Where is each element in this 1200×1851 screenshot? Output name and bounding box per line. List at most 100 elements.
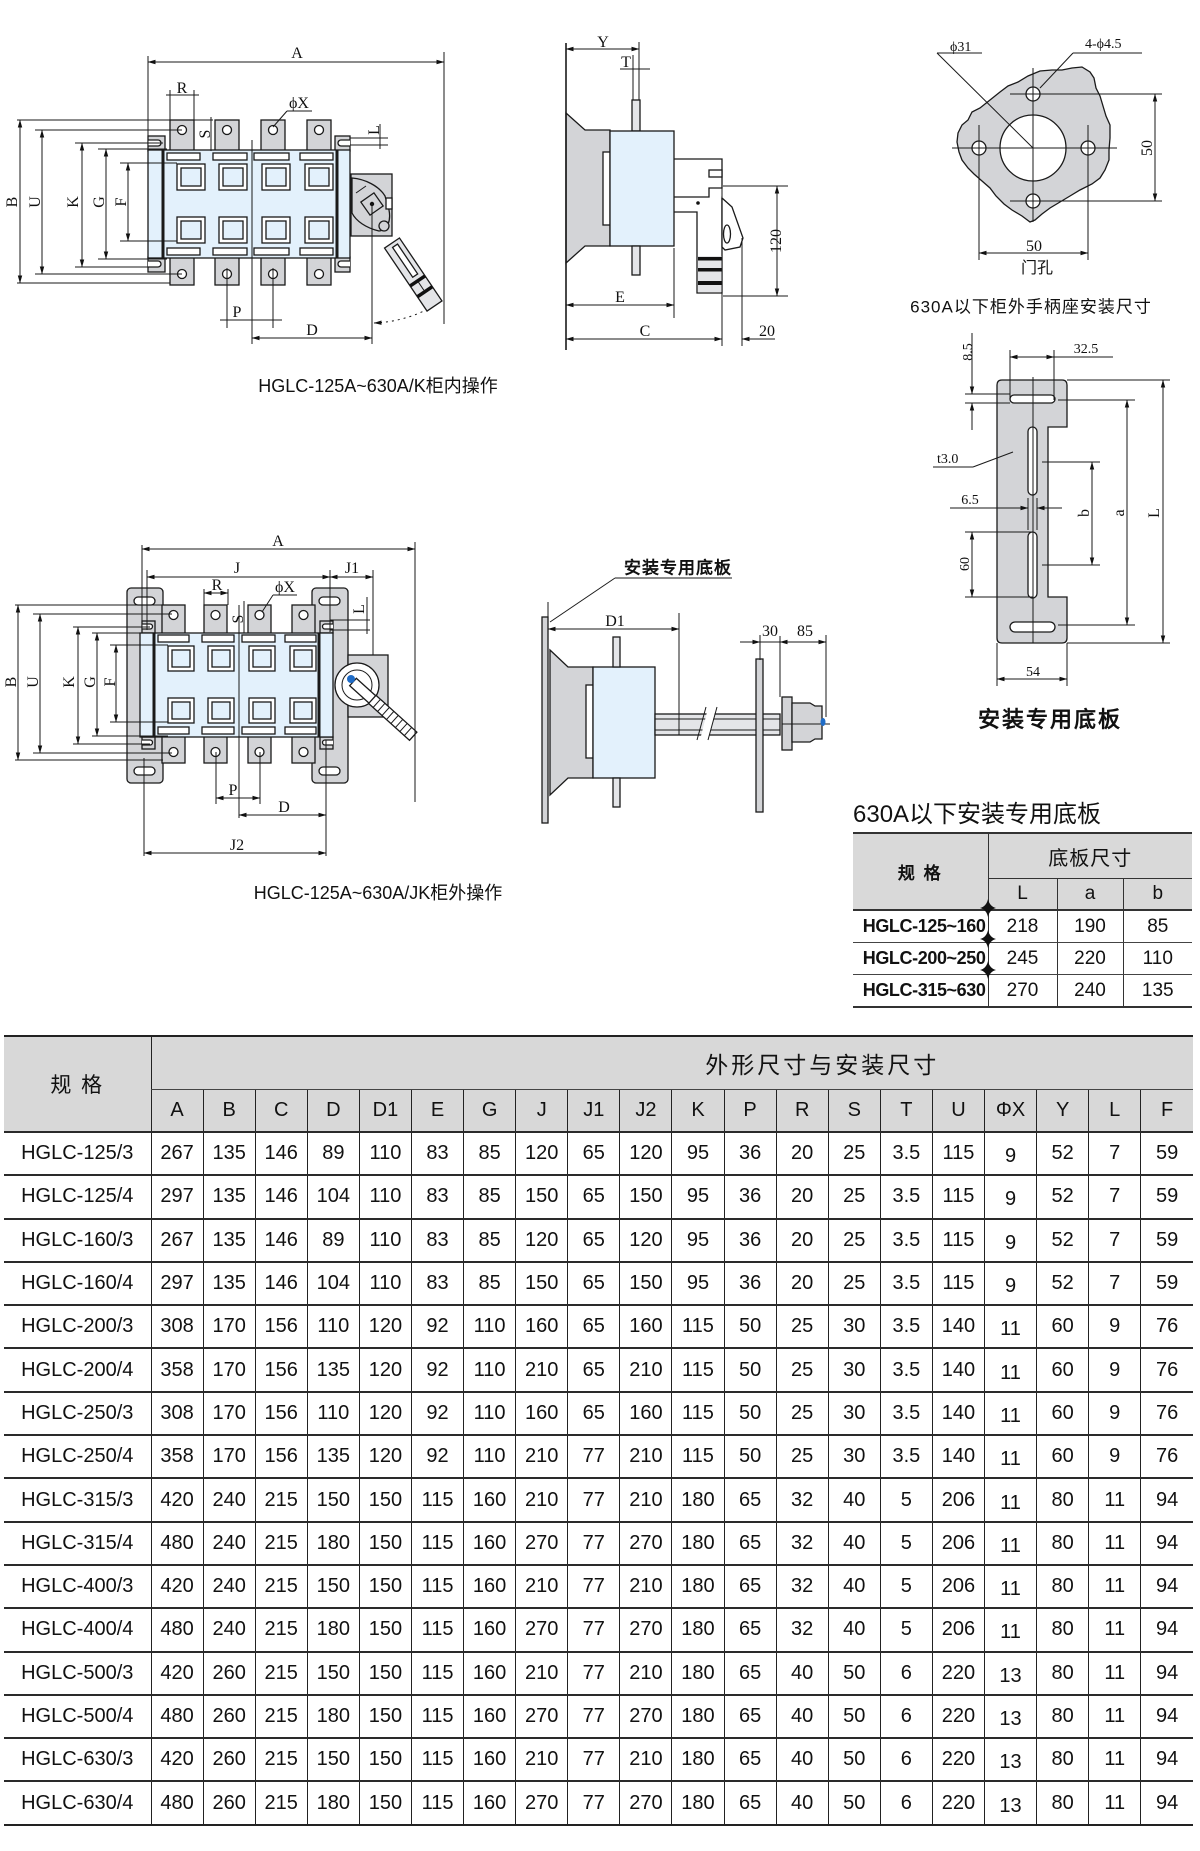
cell-f: 76 [1140, 1305, 1193, 1350]
cell-p: 50 [723, 1391, 777, 1437]
row-spec: HGLC-200/4 [4, 1348, 151, 1393]
cell-a: 308 [150, 1391, 204, 1437]
row-spec: HGLC-160/3 [4, 1218, 151, 1263]
cell-d1: 150 [358, 1608, 412, 1653]
cell-b: 170 [202, 1391, 256, 1437]
drawing-out-cabinet: A J J1 R ϕX S L B U K G F P D J2 [3, 533, 418, 856]
cell-d: 110 [306, 1391, 360, 1437]
cell-c: 215 [254, 1651, 308, 1696]
cell-f: 94 [1140, 1608, 1193, 1653]
cell-b: 260 [202, 1781, 256, 1826]
cell-c: 215 [254, 1738, 308, 1783]
cell-b: 85 [1122, 910, 1193, 943]
cell-k: 180 [671, 1608, 725, 1653]
label-30: 30 [762, 623, 778, 640]
cell-t: 6 [879, 1738, 933, 1783]
dimension-labels: A J J1 R ϕX S L B U K G F P D J2 [3, 533, 368, 854]
cell-j: 270 [515, 1608, 568, 1653]
caption-mounting-plate: 安装专用底板 [977, 707, 1123, 732]
cell-e: 115 [410, 1608, 464, 1653]
cell-e: 115 [410, 1478, 464, 1523]
label-width-50: 50 [1026, 238, 1042, 255]
cell-j1: 65 [567, 1132, 620, 1177]
cell-s: 25 [827, 1261, 881, 1307]
cell-p: 65 [723, 1781, 777, 1826]
cell-b: 240 [202, 1564, 256, 1610]
cell-k: 115 [671, 1435, 725, 1480]
cell-u: 206 [931, 1608, 985, 1653]
plate-table-title: 630A以下安装专用底板 [853, 801, 1102, 828]
cell-y: 80 [1036, 1564, 1089, 1610]
cell-t: 5 [879, 1521, 933, 1566]
cell-b: 260 [202, 1738, 256, 1783]
cell-d1: 120 [358, 1435, 412, 1480]
cell-t: 5 [879, 1478, 933, 1523]
cell-j: 150 [515, 1261, 568, 1307]
row-spec: HGLC-250/3 [4, 1391, 151, 1437]
cell-j: 120 [515, 1218, 568, 1263]
cell-l: 270 [987, 974, 1057, 1008]
cell-u: 115 [931, 1261, 985, 1307]
column-header-u: U [931, 1089, 985, 1133]
cell-f: 94 [1140, 1478, 1193, 1523]
label-phi-x: ϕX [275, 579, 295, 596]
cell-phi-x: 11 [983, 1435, 1037, 1480]
cell-j1: 65 [567, 1261, 620, 1307]
label-a: A [291, 45, 303, 62]
cell-s: 30 [827, 1391, 881, 1437]
plate-callout: 安装专用底板 [624, 558, 732, 578]
cell-g: 85 [463, 1218, 516, 1263]
label-6-5: 6.5 [961, 493, 979, 508]
plate-dimensions-table: 规 格 底板尺寸 L a b HGLC-125~160 218 190 85 H… [853, 832, 1193, 1008]
cell-j1: 77 [567, 1521, 620, 1566]
cell-phi-x: 11 [983, 1391, 1037, 1437]
cell-s: 30 [827, 1305, 881, 1350]
label-32-5: 32.5 [1074, 342, 1099, 357]
cell-u: 220 [931, 1694, 985, 1740]
cell-g: 110 [463, 1348, 516, 1393]
column-header-p: P [723, 1089, 777, 1133]
cell-a: 420 [150, 1651, 204, 1696]
cell-d: 89 [306, 1132, 360, 1177]
cell-u: 206 [931, 1478, 985, 1523]
handle-lever [383, 237, 443, 312]
cell-j1: 77 [567, 1694, 620, 1740]
cell-t: 3.5 [879, 1348, 933, 1393]
cell-y: 80 [1036, 1651, 1089, 1696]
cell-u: 206 [931, 1521, 985, 1566]
label-k: K [61, 676, 78, 688]
cell-a: 267 [150, 1218, 204, 1263]
cell-j2: 120 [619, 1218, 672, 1263]
top-terminals [161, 604, 316, 635]
cell-e: 83 [410, 1132, 464, 1177]
cell-d: 150 [306, 1738, 360, 1783]
cell-j2: 270 [619, 1781, 672, 1826]
cell-j2: 150 [619, 1175, 672, 1220]
cell-b: 170 [202, 1348, 256, 1393]
label-f: F [113, 197, 130, 206]
mounting-plate-side [541, 616, 549, 824]
column-header-t: T [879, 1089, 933, 1133]
caption-in-cabinet: HGLC-125A~630A/K柜内操作 [258, 376, 498, 396]
label-d1: D1 [605, 613, 625, 630]
cell-u: 220 [931, 1738, 985, 1783]
cell-l: 11 [1088, 1738, 1141, 1783]
label-y: Y [597, 34, 609, 51]
cell-c: 215 [254, 1781, 308, 1826]
cell-p: 65 [723, 1608, 777, 1653]
label-g: G [82, 676, 99, 688]
cell-d1: 120 [358, 1391, 412, 1437]
cell-b: 135 [202, 1218, 256, 1263]
cell-s: 40 [827, 1521, 881, 1566]
label-u: U [27, 196, 44, 208]
cell-j2: 270 [619, 1608, 672, 1653]
cell-l: 11 [1088, 1781, 1141, 1826]
dimension-labels: A R ϕX S L B U K G F P D [4, 45, 383, 339]
cell-u: 115 [931, 1175, 985, 1220]
cell-j: 160 [515, 1305, 568, 1350]
cell-j: 270 [515, 1694, 568, 1740]
